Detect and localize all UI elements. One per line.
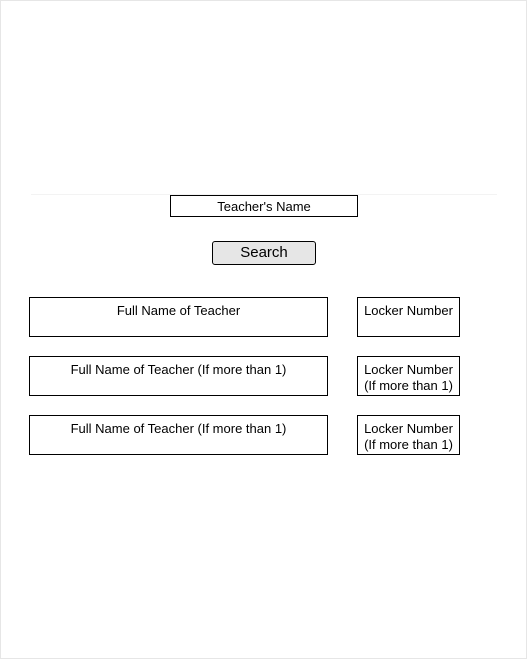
teacher-name-input[interactable] <box>170 195 358 217</box>
locker-number-result: Locker Number <box>357 297 460 337</box>
locker-number-result: Locker Number (If more than 1) <box>357 415 460 455</box>
locker-number-label: Locker Number <box>364 303 453 318</box>
teacher-name-result: Full Name of Teacher (If more than 1) <box>29 415 328 455</box>
teacher-name-result: Full Name of Teacher (If more than 1) <box>29 356 328 396</box>
locker-number-label: Locker Number <box>364 362 453 377</box>
divider <box>31 194 497 195</box>
locker-number-result: Locker Number (If more than 1) <box>357 356 460 396</box>
teacher-name-result: Full Name of Teacher <box>29 297 328 337</box>
locker-number-note: (If more than 1) <box>364 378 453 393</box>
locker-number-label: Locker Number <box>364 421 453 436</box>
search-button[interactable]: Search <box>212 241 316 265</box>
locker-number-note: (If more than 1) <box>364 437 453 452</box>
